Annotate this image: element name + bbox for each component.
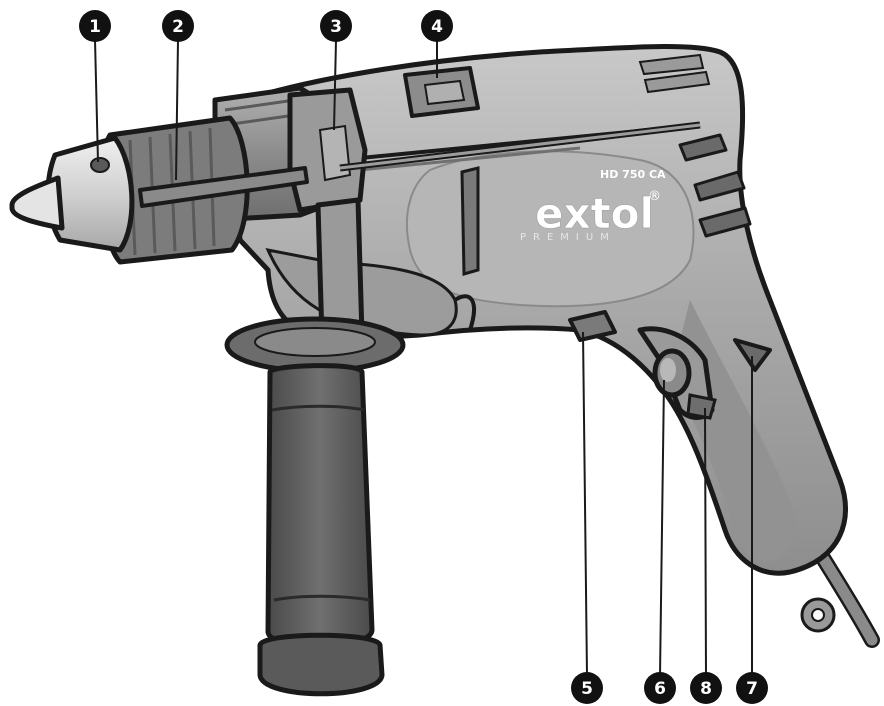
direction-switch[interactable] — [568, 310, 617, 342]
chuck-key-hole — [90, 157, 110, 173]
leader-6 — [659, 379, 665, 677]
callout-8: 8 — [690, 672, 722, 704]
leader-3 — [333, 39, 337, 131]
vent-slots — [638, 53, 752, 238]
leader-2 — [175, 39, 179, 181]
side-slot — [460, 166, 480, 276]
svg-text:3: 3 — [330, 17, 342, 37]
registered-mark: ® — [648, 189, 661, 204]
mode-switch[interactable] — [403, 66, 480, 118]
svg-text:8: 8 — [700, 679, 712, 699]
leader-lines — [94, 39, 753, 677]
svg-text:5: 5 — [581, 679, 593, 699]
svg-text:4: 4 — [431, 17, 443, 37]
brand-logo: extol — [535, 189, 654, 238]
callout-4: 4 — [421, 10, 453, 42]
lock-button[interactable] — [652, 348, 692, 398]
svg-text:6: 6 — [654, 679, 666, 699]
svg-text:7: 7 — [746, 679, 758, 699]
callout-2: 2 — [162, 10, 194, 42]
handle-end-cap — [257, 632, 385, 697]
svg-text:1: 1 — [89, 17, 101, 37]
chuck-nose — [9, 175, 65, 231]
handle-clamp[interactable] — [287, 87, 368, 213]
handle-vent — [733, 338, 772, 372]
callout-5: 5 — [571, 672, 603, 704]
callout-7: 7 — [736, 672, 768, 704]
brand-line: PREMIUM — [520, 232, 616, 243]
leader-1 — [94, 39, 99, 163]
speed-wheel[interactable] — [686, 393, 717, 420]
branding: HD 750 CA extol ® PREMIUM — [520, 168, 666, 243]
callout-6: 6 — [644, 672, 676, 704]
callout-1: 1 — [79, 10, 111, 42]
leader-8 — [704, 407, 707, 677]
model-label: HD 750 CA — [600, 168, 666, 181]
callout-badges: 1 2 3 4 5 6 8 7 — [79, 10, 768, 704]
chuck[interactable] — [9, 135, 135, 253]
depth-stop-rod[interactable] — [138, 121, 701, 208]
callout-3: 3 — [320, 10, 352, 42]
svg-text:2: 2 — [172, 17, 184, 37]
leader-5 — [582, 331, 588, 677]
auxiliary-handle[interactable] — [224, 197, 406, 697]
